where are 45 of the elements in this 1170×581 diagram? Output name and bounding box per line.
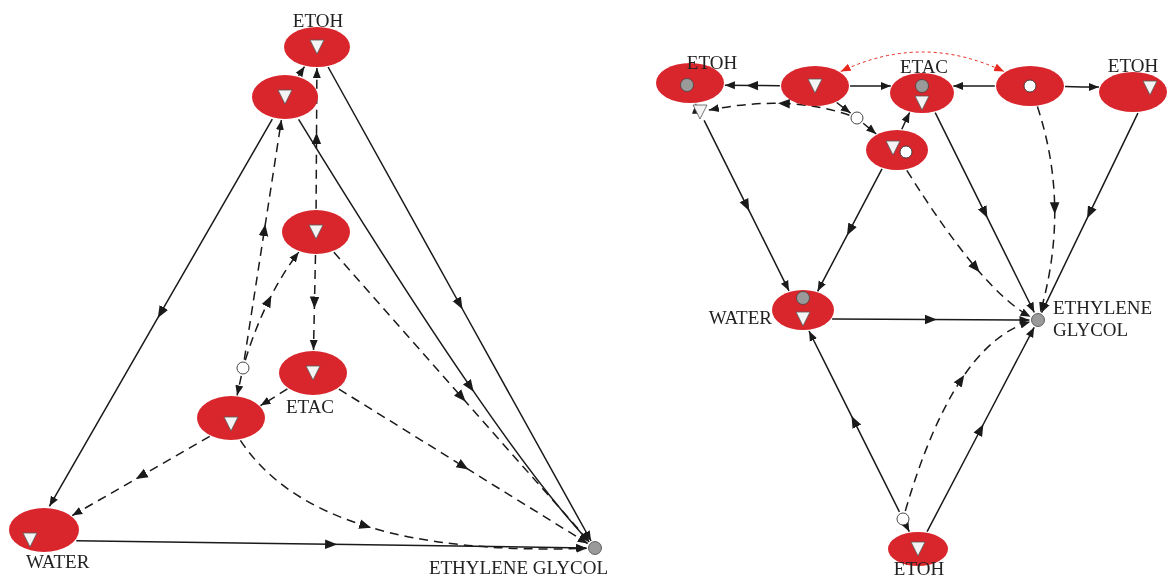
dashed-arrow bbox=[244, 251, 300, 361]
arrow bbox=[901, 111, 911, 130]
dashed-arrow bbox=[235, 375, 244, 397]
arrow bbox=[75, 539, 587, 552]
vertex-label: WATER bbox=[707, 307, 772, 329]
dashed-arrow bbox=[71, 435, 211, 517]
vertex-label: ETOH bbox=[291, 10, 345, 32]
arrow bbox=[48, 118, 274, 508]
arrow bbox=[849, 82, 892, 90]
dashed-arrow bbox=[840, 51, 1005, 73]
vertex-label: ETOH bbox=[1106, 55, 1160, 77]
arrow bbox=[295, 65, 306, 78]
vertex-label: ETOH bbox=[892, 558, 946, 580]
dashed-arrow bbox=[309, 254, 320, 351]
arrow bbox=[952, 82, 996, 90]
arrow bbox=[1040, 112, 1139, 314]
dashed-arrow bbox=[333, 251, 591, 543]
arrow bbox=[926, 326, 1035, 533]
arrow bbox=[816, 168, 883, 293]
dashed-arrow bbox=[338, 388, 589, 545]
arrow bbox=[808, 330, 901, 513]
arrow bbox=[1064, 83, 1100, 91]
arrow bbox=[831, 314, 1031, 325]
dashed-arrow bbox=[311, 67, 321, 210]
arrow bbox=[327, 66, 592, 542]
vertex-label: WATER bbox=[26, 551, 91, 573]
dashed-arrow bbox=[862, 122, 877, 135]
vertex-label: ETHYLENE GLYCOL bbox=[1053, 297, 1154, 341]
vertex-label: ETAC bbox=[898, 56, 950, 78]
dashed-arrow bbox=[1036, 105, 1060, 314]
arrow bbox=[297, 118, 590, 543]
vertex-label: ETHYLENE GLYCOL bbox=[427, 557, 608, 579]
dashed-arrow bbox=[906, 169, 1032, 318]
dashed-arrow bbox=[708, 99, 851, 116]
arrow bbox=[724, 81, 781, 91]
dashed-arrow bbox=[243, 119, 284, 361]
dashed-arrow bbox=[904, 321, 1031, 512]
dashed-arrow bbox=[835, 101, 852, 114]
vertex-label: ETOH bbox=[685, 52, 739, 74]
arrow bbox=[934, 111, 1036, 314]
arrow bbox=[703, 119, 790, 292]
dashed-arrow bbox=[239, 439, 588, 553]
vertex-label: ETAC bbox=[284, 396, 336, 418]
arrow bbox=[901, 520, 911, 533]
dashed-arrow bbox=[259, 388, 289, 407]
